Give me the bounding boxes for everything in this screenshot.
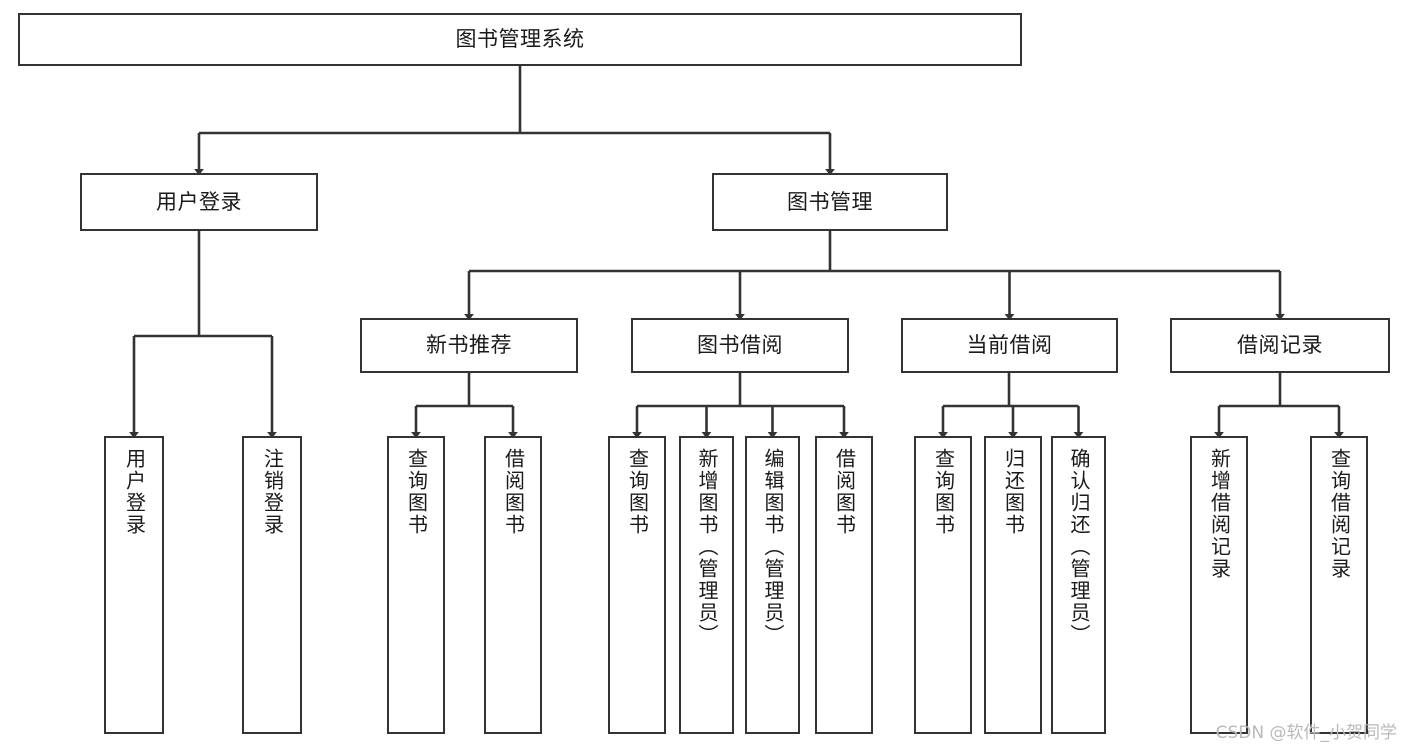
node-label: 当前借阅 (966, 333, 1053, 358)
node-leaf-add-book-admin[interactable]: 新增图书（管理员） (679, 436, 734, 734)
node-label: 归还图书 (1001, 448, 1026, 536)
node-label: 查询图书 (931, 448, 956, 536)
node-label: 确认归还（管理员） (1067, 448, 1091, 646)
node-leaf-borrow-book-2[interactable]: 借阅图书 (815, 436, 873, 734)
node-label: 新书推荐 (426, 333, 512, 358)
node-label: 注销登录 (260, 448, 285, 536)
node-borrow-record[interactable]: 借阅记录 (1170, 318, 1390, 373)
node-leaf-user-login[interactable]: 用户登录 (104, 436, 164, 734)
node-book-borrow[interactable]: 图书借阅 (631, 318, 849, 373)
node-leaf-confirm-return-admin[interactable]: 确认归还（管理员） (1051, 436, 1106, 734)
watermark: CSDN @软件_小贺同学 (1215, 723, 1397, 743)
node-label: 借阅图书 (832, 448, 857, 536)
node-label: 图书借阅 (697, 333, 783, 358)
node-user-login[interactable]: 用户登录 (80, 173, 318, 231)
node-label: 新增图书（管理员） (695, 448, 719, 646)
node-new-book-recommend[interactable]: 新书推荐 (360, 318, 578, 373)
node-label: 查询图书 (625, 448, 650, 536)
node-leaf-return-book[interactable]: 归还图书 (984, 436, 1042, 734)
node-label: 图书管理 (787, 189, 873, 214)
node-leaf-query-book-1[interactable]: 查询图书 (387, 436, 445, 734)
node-leaf-add-borrow-record[interactable]: 新增借阅记录 (1190, 436, 1248, 734)
node-label: 借阅图书 (501, 448, 526, 536)
node-leaf-edit-book-admin[interactable]: 编辑图书（管理员） (745, 436, 800, 734)
node-label: 借阅记录 (1237, 333, 1323, 358)
node-leaf-borrow-book-1[interactable]: 借阅图书 (484, 436, 542, 734)
node-leaf-query-borrow-record[interactable]: 查询借阅记录 (1310, 436, 1368, 734)
node-label: 用户登录 (156, 189, 242, 214)
node-root[interactable]: 图书管理系统 (18, 13, 1022, 66)
node-leaf-query-book-2[interactable]: 查询图书 (608, 436, 666, 734)
node-label: 查询图书 (404, 448, 429, 536)
node-label: 查询借阅记录 (1327, 448, 1352, 580)
node-label: 用户登录 (122, 448, 147, 536)
node-current-borrow[interactable]: 当前借阅 (901, 318, 1118, 373)
node-leaf-query-book-3[interactable]: 查询图书 (914, 436, 972, 734)
node-leaf-user-logout[interactable]: 注销登录 (242, 436, 302, 734)
node-label: 编辑图书（管理员） (761, 448, 785, 646)
node-label: 新增借阅记录 (1207, 448, 1232, 580)
node-book-manage[interactable]: 图书管理 (712, 173, 948, 231)
node-label: 图书管理系统 (455, 27, 585, 52)
